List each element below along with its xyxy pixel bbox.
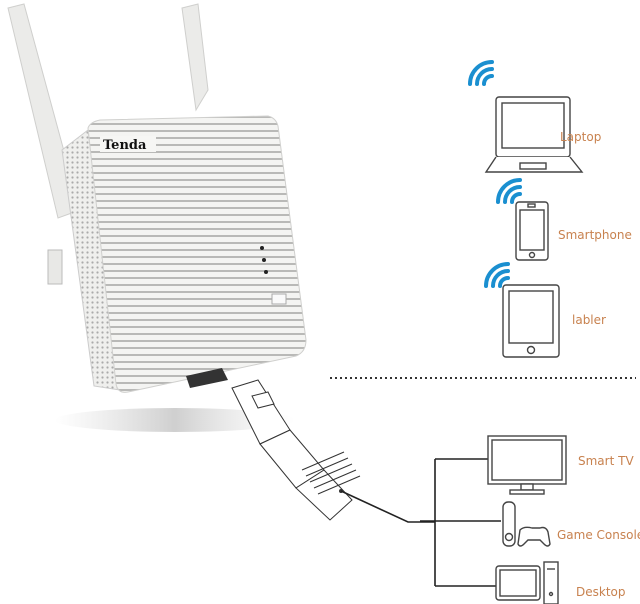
label-tablet: labler [572,313,606,327]
label-smart-tv: Smart TV [578,454,634,468]
wifi-icon [484,262,510,288]
brand-plate [100,136,156,152]
power-plug [47,249,63,285]
rj45-connector [231,379,361,521]
tv-icon [487,435,567,495]
game-console-icon [502,501,551,547]
led-indicator [260,246,264,250]
extender-device: Tenda [7,3,307,432]
led-indicator [262,258,266,262]
wifi-icon [496,178,522,204]
device-shadow [55,408,295,432]
desktop-icon [495,561,559,604]
wps-button [271,293,287,305]
ethernet-port [186,368,228,388]
label-laptop: Laptop [560,130,602,144]
brand-logo: Tenda [103,138,147,153]
label-smartphone: Smartphone [558,228,632,242]
front-panel [87,115,307,393]
led-indicator [264,270,268,274]
wifi-icon [468,60,494,86]
right-antenna [181,3,209,112]
label-desktop: Desktop [576,585,626,599]
smartphone-icon [515,201,549,261]
laptop-icon [484,96,584,173]
tablet-icon [502,284,560,358]
label-game-console: Game Console [557,528,640,542]
ethernet-cable-lines [340,458,501,587]
